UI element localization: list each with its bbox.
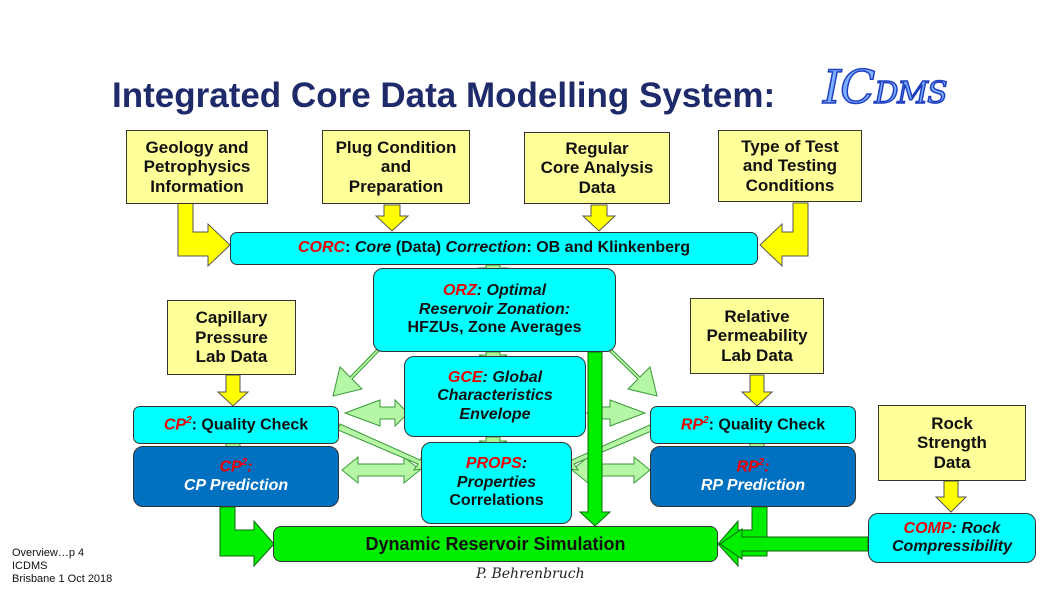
arrow-capillary-down xyxy=(216,374,250,407)
simulation-box: Dynamic Reservoir Simulation xyxy=(273,526,718,562)
cp-quality-check-box: CP2: Quality Check xyxy=(133,406,339,444)
arrow-rock-down xyxy=(934,480,968,513)
icdms-logo: ICDMS xyxy=(822,59,948,115)
arrow-comp-to-sim xyxy=(719,528,869,560)
arrow-rp-pred-props xyxy=(571,455,651,485)
arrow-orz-to-cp xyxy=(332,342,386,397)
rp-prediction-box: RP2: RP Prediction xyxy=(650,446,856,507)
orz-box: ORZ: Optimal Reservoir Zonation: HFZUs, … xyxy=(373,268,616,352)
rp-quality-check-box: RP2: Quality Check xyxy=(650,406,856,444)
arrow-regular-to-corc xyxy=(581,204,617,232)
arrow-cp-pred-props xyxy=(341,455,421,485)
gce-box: GCE: Global Characteristics Envelope xyxy=(404,356,586,437)
arrow-orz-to-sim xyxy=(578,351,612,527)
props-box: PROPS: Properties Correlations xyxy=(421,442,572,524)
arrow-cp-gce xyxy=(343,398,409,428)
arrow-cp-to-sim xyxy=(219,506,275,568)
arrow-orz-to-rp xyxy=(602,342,658,397)
page-title: Integrated Core Data Modelling System: xyxy=(112,76,776,115)
corc-box: CORC: Core (Data) Correction: OB and Kli… xyxy=(230,232,758,265)
arrow-geology-to-corc xyxy=(177,202,231,268)
cp-prediction-box: CP2: CP Prediction xyxy=(133,446,339,507)
arrow-plug-to-corc xyxy=(374,204,410,232)
author-signature: P. Behrenbruch xyxy=(476,566,585,582)
arrow-test-to-corc xyxy=(759,202,809,268)
arrow-relperm-down xyxy=(740,374,774,407)
comp-box: COMP: Rock Compressibility xyxy=(868,513,1036,563)
arrow-rp-gce xyxy=(586,398,647,428)
